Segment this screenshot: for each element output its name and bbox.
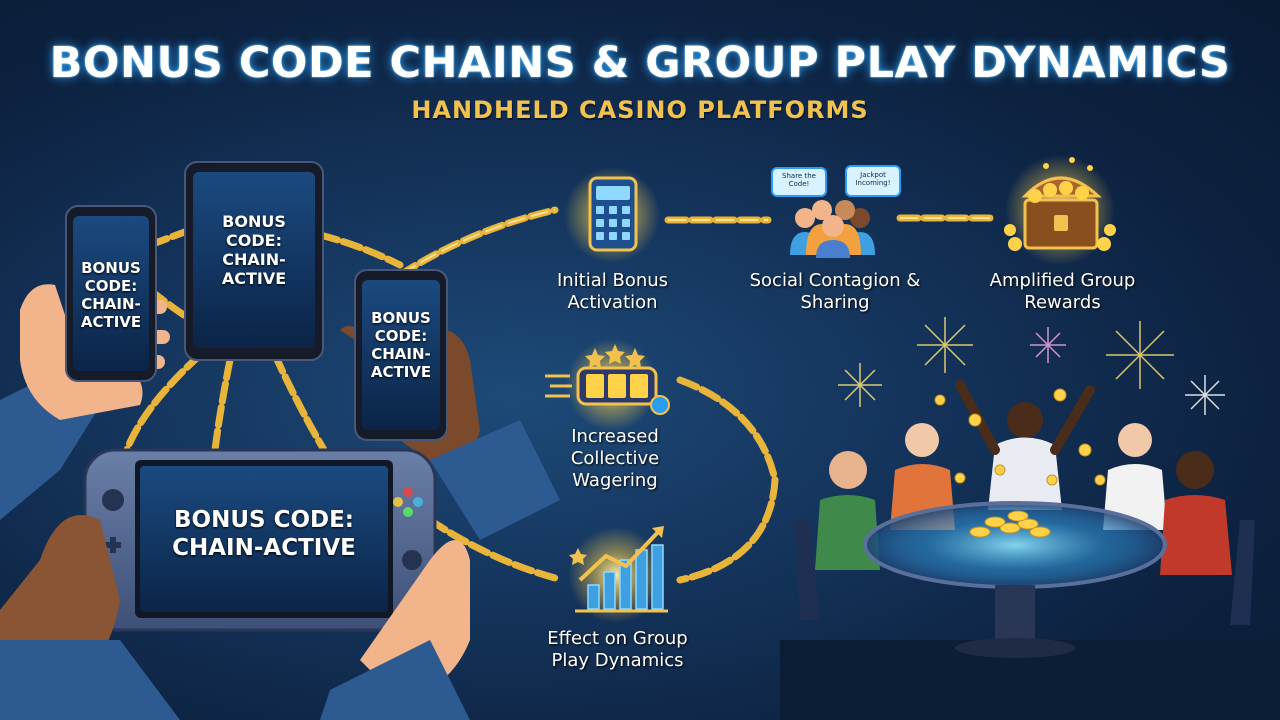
step-label-initial-bonus: Initial Bonus Activation [556,270,669,313]
tablet-top-device [184,161,324,361]
phone-left-screen-text: BONUS CODE: CHAIN-ACTIVE [80,259,142,331]
group-play-scene [780,317,1280,720]
console-screen-text: BONUS CODE: CHAIN-ACTIVE [172,507,356,561]
speech-bubble-jackpot: Jackpot Incoming! [855,171,891,187]
slot-machine-icon [545,339,670,431]
tablet-top-screen-text: BONUS CODE: CHAIN-ACTIVE [221,211,287,289]
phone-left-device [65,205,157,382]
step-label-amplified-rewards: Amplified Group Rewards [989,270,1136,313]
console-hands-illustration [0,515,470,720]
growth-chart-icon [568,526,668,623]
phone-right-screen-text: BONUS CODE: CHAIN-ACTIVE [370,309,432,381]
page-subtitle: HANDHELD CASINO PLATFORMS [411,96,869,124]
step-label-collective-wagering: Increased Collective Wagering [570,426,660,491]
console-device [83,448,437,632]
treasure-chest-icon [1004,155,1116,265]
phone-right-device [354,269,448,441]
people-group-icon [771,165,901,258]
speech-bubble-share: Share the Code! [782,172,816,188]
page-title: BONUS CODE CHAINS & GROUP PLAY DYNAMICS [49,38,1231,88]
step-label-social-contagion: Social Contagion & Sharing [749,270,921,313]
fireworks-decoration [838,317,1225,415]
calculator-icon [564,167,660,263]
step-label-group-dynamics: Effect on Group Play Dynamics [547,628,688,671]
